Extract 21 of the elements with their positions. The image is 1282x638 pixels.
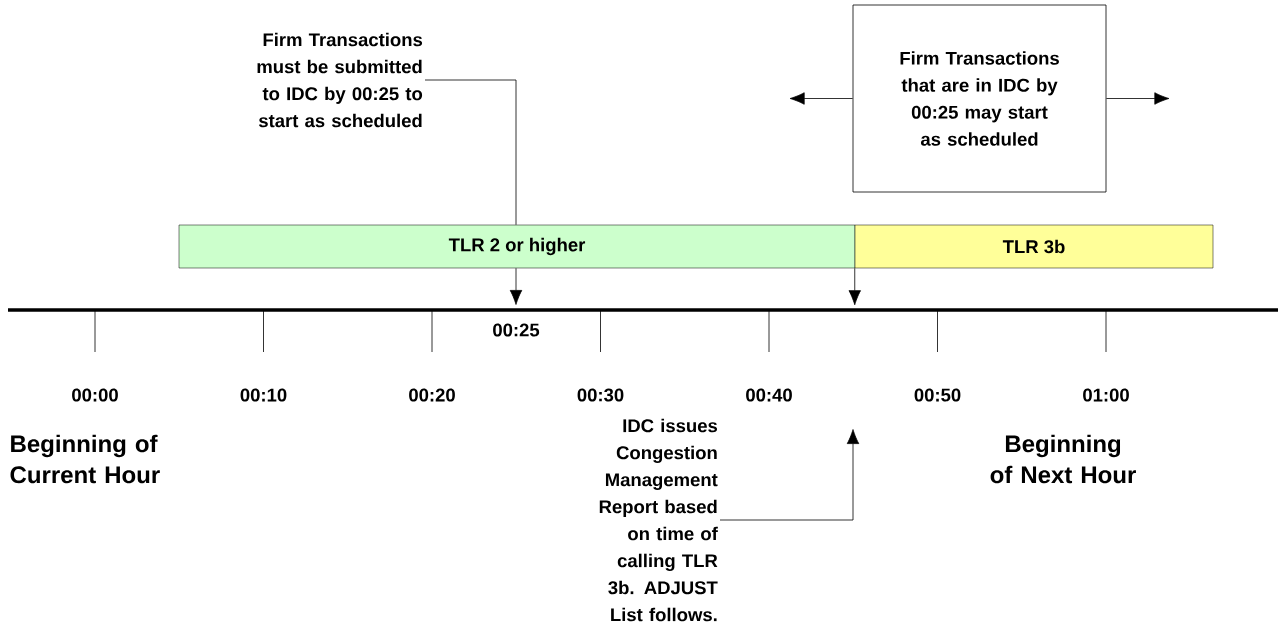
hour-label: Beginning of Current Hour (10, 434, 160, 484)
arrow (1106, 92, 1170, 105)
phase-band: TLR 3b (854, 224, 1214, 269)
note-box: Firm Transactions that are in IDC by 00:25 may start as scheduled (852, 4, 1107, 193)
phase-band: TLR 2 or higher (178, 224, 856, 269)
arrow (509, 267, 523, 305)
time-label: 00:30 (577, 388, 624, 402)
arrow (789, 92, 853, 105)
arrow (719, 429, 860, 521)
time-label: 00:20 (409, 388, 455, 402)
annotation-text: IDC issues Congestion Management Report based on time of calling TLR 3b. ADJUST List follows. (599, 418, 718, 622)
time-label: 00:25 (493, 323, 540, 337)
annotation-text: Firm Transactions must be submitted to IDC by 00:25 to start as scheduled (257, 32, 423, 128)
time-label: 00:10 (240, 388, 287, 402)
leader-line (424, 79, 517, 226)
time-label: 01:00 (1083, 388, 1129, 402)
time-label: 00:40 (746, 388, 792, 402)
time-label: 00:50 (914, 388, 961, 402)
arrow (848, 267, 861, 306)
time-label: 00:00 (72, 388, 118, 402)
hour-label: Beginning of Next Hour (990, 434, 1136, 484)
